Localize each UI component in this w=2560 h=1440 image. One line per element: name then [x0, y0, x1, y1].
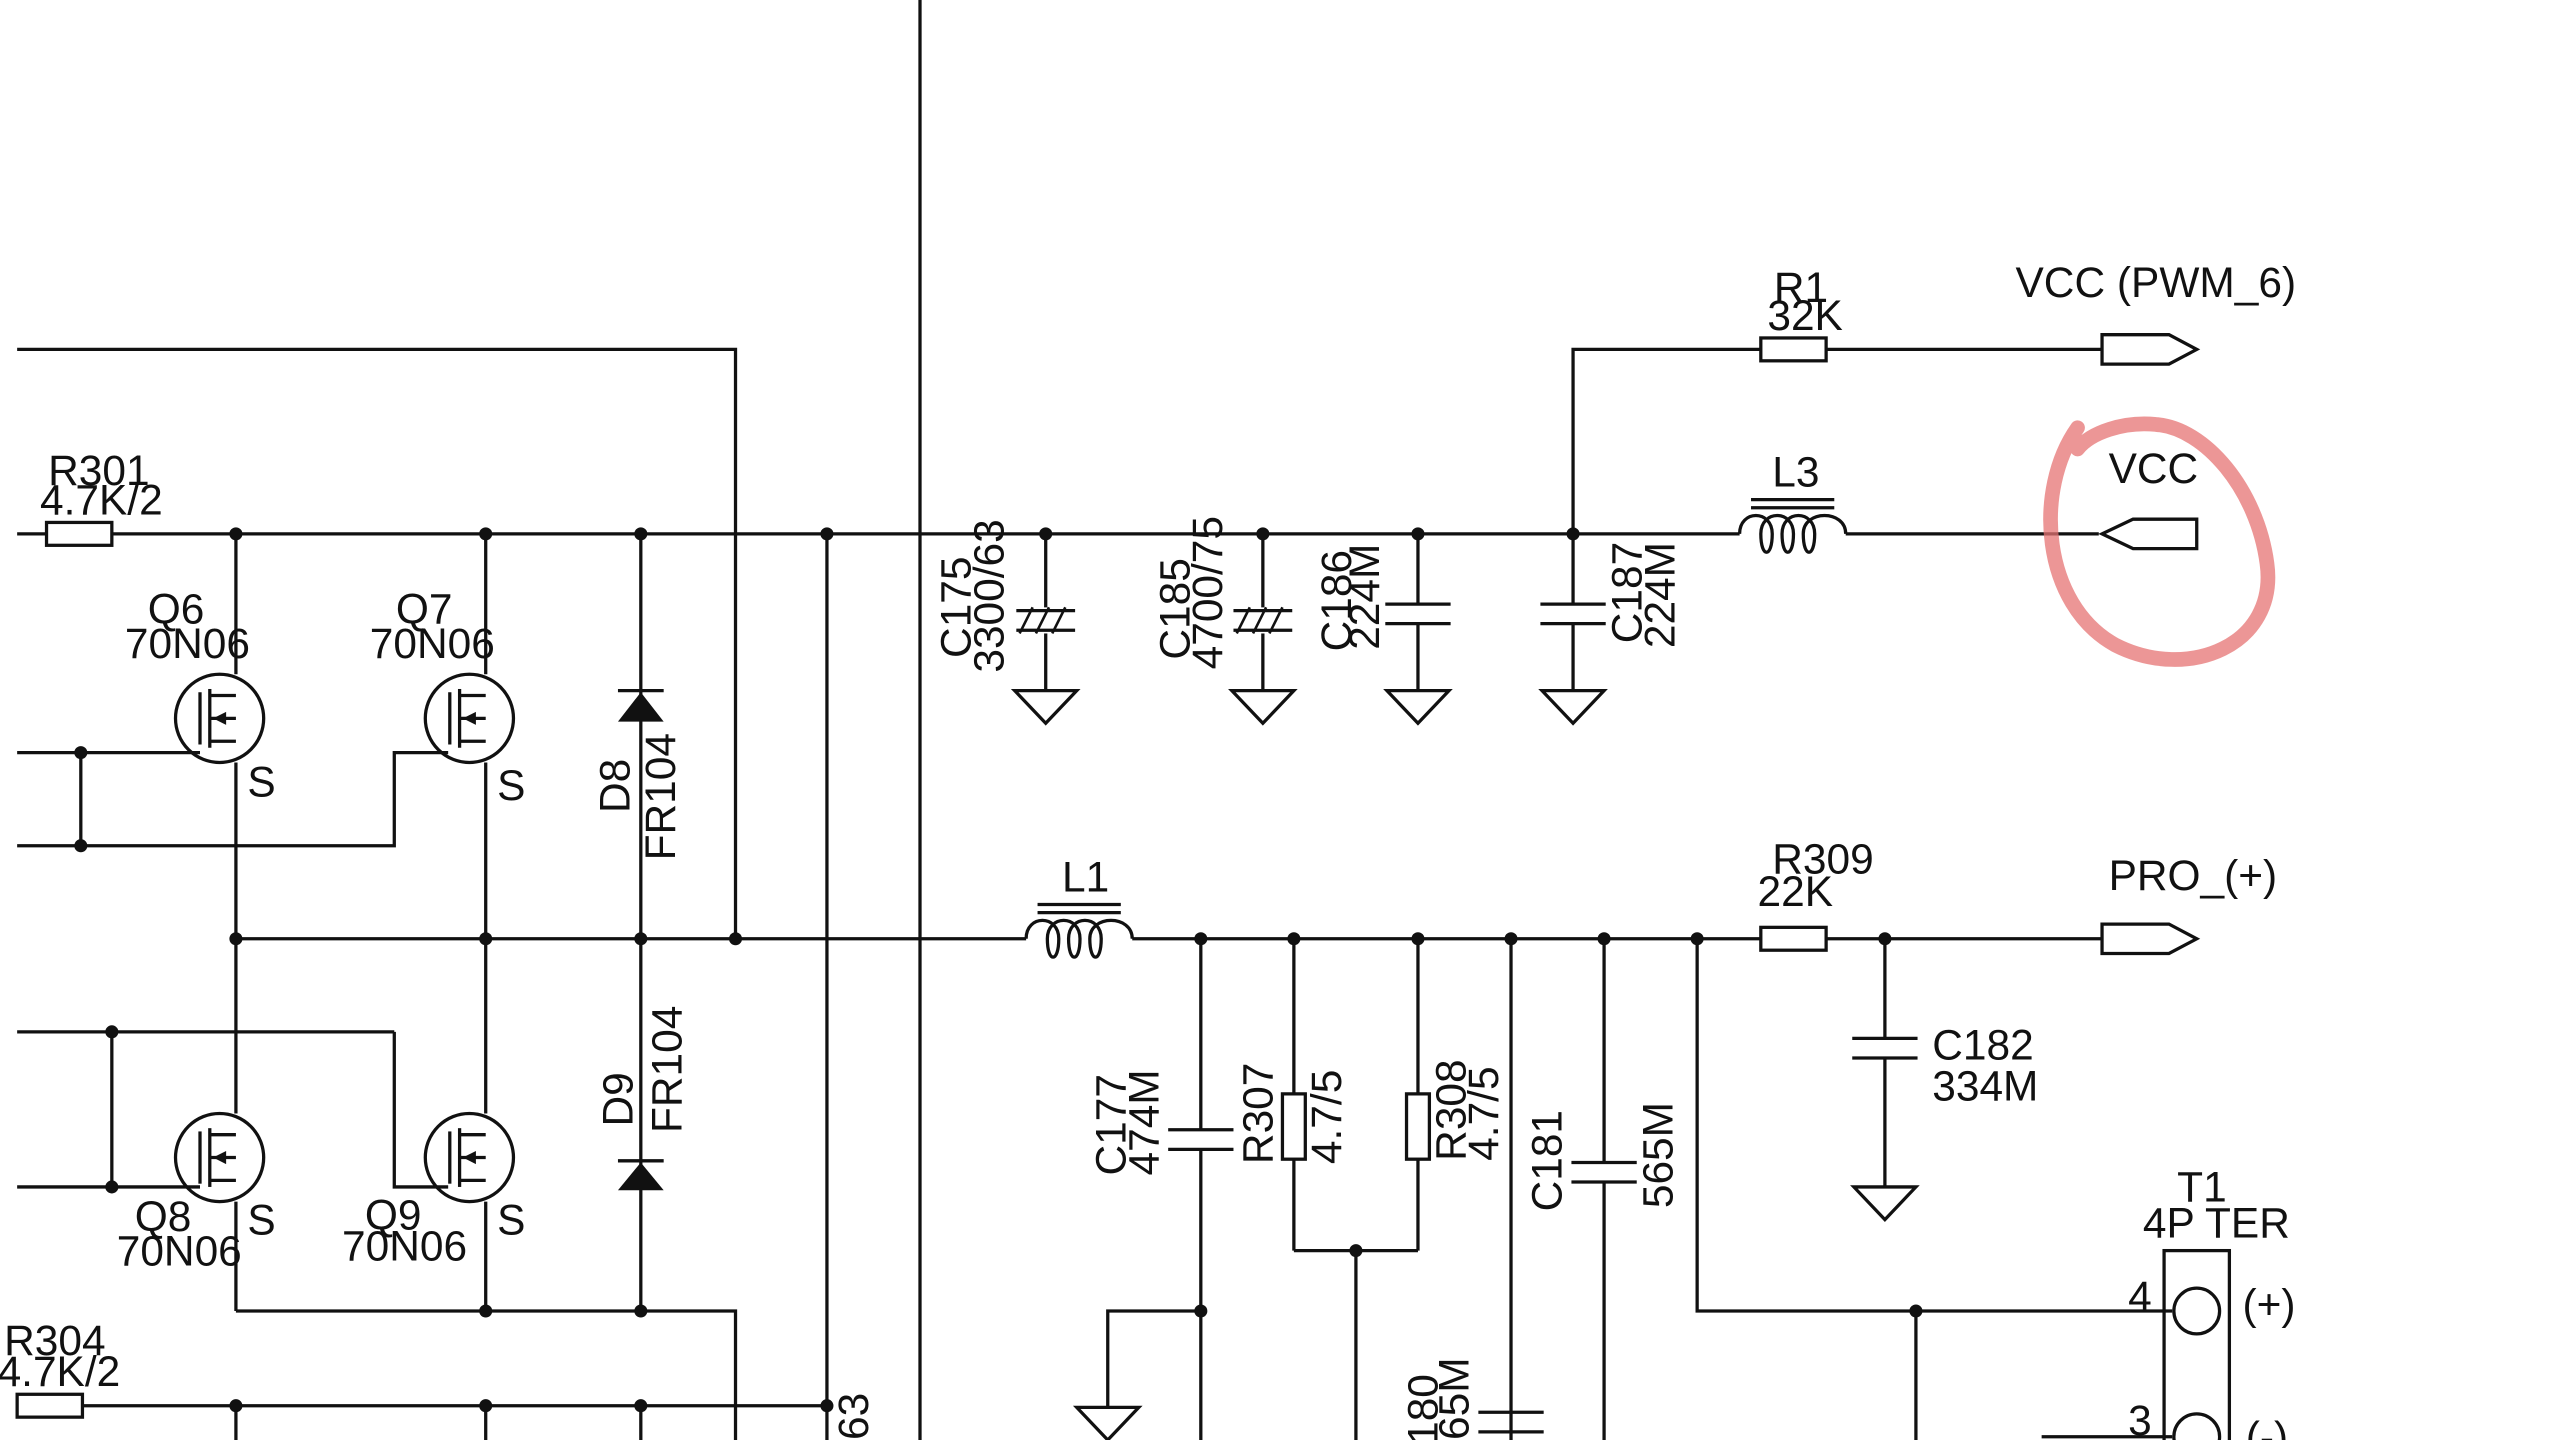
- label-q7: Q7: [396, 586, 453, 633]
- connector-pro-plus: [2100, 922, 2201, 956]
- label-c180-value-partial: 65M: [1431, 1357, 1478, 1440]
- resistor-r309: [1759, 925, 1828, 952]
- label-pin3-sign: (-): [2246, 1413, 2288, 1440]
- label-r308-value: 4.7/5: [1460, 1066, 1507, 1160]
- label-l3: L3: [1772, 449, 1819, 496]
- label-vcc-pwm6: VCC (PWM_6): [2016, 259, 2297, 306]
- label-q7-value: 70N06: [370, 620, 495, 667]
- label-r307-value: 4.7/5: [1303, 1070, 1350, 1164]
- label-r308: R308: [1427, 1059, 1474, 1160]
- diode-d9: [617, 1159, 664, 1191]
- resistor-r304: [15, 1392, 85, 1419]
- label-pin4-sign: (+): [2242, 1281, 2295, 1328]
- label-d9: D9: [595, 1072, 642, 1126]
- label-c186: C186: [1313, 550, 1360, 651]
- inductor-l1: [1024, 902, 1134, 959]
- label-t1-value: 4P TER: [2143, 1200, 2290, 1247]
- wires: [17, 0, 2173, 1440]
- label-l1: L1: [1062, 853, 1109, 900]
- label-r309: R309: [1772, 835, 1873, 882]
- connector-vcc-pwm6: [2100, 333, 2201, 366]
- label-c180-partial: 180: [1400, 1374, 1447, 1440]
- label-c187-value: 224M: [1636, 542, 1683, 648]
- label-d9-value: FR104: [644, 1006, 691, 1133]
- label-q8: Q8: [135, 1193, 192, 1240]
- transistor-q9: [423, 1111, 516, 1204]
- label-c182-value: 334M: [1932, 1062, 2038, 1109]
- inductor-l3: [1737, 497, 1848, 554]
- capacitor-c181: [1571, 1160, 1637, 1184]
- label-q6-s: S: [247, 759, 275, 806]
- label-r301-value: 4.7K/2: [40, 476, 163, 523]
- label-r1: R1: [1774, 264, 1828, 311]
- label-t1: T1: [2177, 1164, 2227, 1211]
- label-r301: R301: [48, 447, 149, 494]
- component-labels: R301 4.7K/2 Q6 70N06 S Q7 70N06 S Q8 70N…: [0, 259, 2296, 1440]
- label-d8: D8: [591, 759, 638, 813]
- resistor-r308: [1404, 1092, 1432, 1161]
- label-q6-value: 70N06: [125, 620, 250, 667]
- connector-vcc: [2098, 517, 2199, 551]
- resistor-r307: [1280, 1092, 1307, 1161]
- label-c175-value: 3300/63: [965, 519, 1012, 672]
- label-c185: C185: [1151, 558, 1198, 659]
- label-r309-value: 22K: [1758, 868, 1834, 915]
- capacitor-c180-partial: [1478, 1410, 1544, 1434]
- label-c185-value: 4700/75: [1184, 516, 1231, 669]
- capacitor-c187: [1540, 602, 1606, 626]
- label-q9: Q9: [365, 1191, 422, 1238]
- label-q7-s: S: [497, 762, 525, 809]
- label-q8-s: S: [247, 1196, 275, 1243]
- terminal-t1: [2162, 1248, 2232, 1440]
- label-r304: R304: [4, 1317, 105, 1364]
- ground-symbols: [1010, 688, 1920, 1440]
- highlight-circle: [2043, 416, 2276, 667]
- capacitor-c186: [1385, 602, 1451, 626]
- capacitor-c175: [1016, 606, 1076, 635]
- label-pin3: 3: [2128, 1397, 2152, 1440]
- resistor-r1: [1759, 336, 1828, 363]
- label-pin4: 4: [2128, 1273, 2152, 1320]
- label-c186-value: 224M: [1341, 544, 1388, 650]
- label-c175: C175: [933, 557, 980, 658]
- label-c187: C187: [1604, 542, 1651, 643]
- label-q9-value: 70N06: [342, 1222, 467, 1269]
- label-vcc: VCC: [2109, 445, 2199, 492]
- capacitor-c185: [1233, 606, 1293, 635]
- junction-dots: [74, 527, 1923, 1413]
- label-q8-value: 70N06: [117, 1227, 242, 1274]
- label-r307: R307: [1235, 1063, 1282, 1164]
- label-d8-value: FR104: [637, 733, 684, 860]
- transistor-q8: [173, 1111, 266, 1204]
- label-c181-value: 565M: [1635, 1102, 1682, 1208]
- label-partial-63: 63: [830, 1393, 877, 1440]
- transistor-q6: [173, 672, 266, 765]
- capacitor-c182: [1852, 1036, 1918, 1060]
- label-r1-value: 32K: [1767, 292, 1843, 339]
- capacitor-c177: [1168, 1128, 1234, 1152]
- resistor-r301: [44, 520, 114, 547]
- label-pro-plus: PRO_(+): [2109, 852, 2278, 899]
- label-q6: Q6: [148, 586, 205, 633]
- diode-d8: [617, 688, 664, 722]
- transistor-q7: [423, 672, 516, 765]
- label-c177: C177: [1088, 1074, 1135, 1175]
- label-q9-s: S: [497, 1196, 525, 1243]
- label-r304-value: 4.7K/2: [0, 1348, 120, 1395]
- label-c177-value: 474M: [1120, 1069, 1167, 1175]
- label-c182: C182: [1932, 1022, 2033, 1069]
- label-c181: C181: [1524, 1110, 1571, 1211]
